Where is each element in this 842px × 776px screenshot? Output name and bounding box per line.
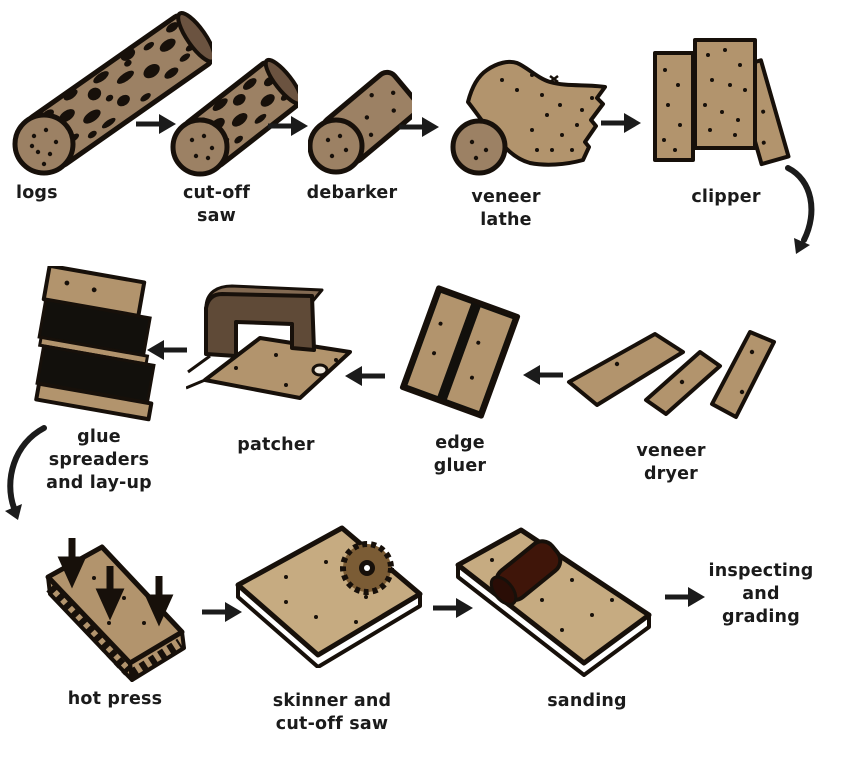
step-patcher: patcher (186, 280, 366, 457)
step-label: veneer dryer (636, 441, 706, 484)
bark-log-illustration (12, 11, 212, 176)
step-hot-press: hot press (34, 528, 196, 711)
arrow-sanding-to-inspecting (665, 587, 705, 607)
step-veneer-lathe: veneer lathe (442, 50, 610, 232)
veneer-strips-illustration (567, 330, 776, 419)
step-sanding: sanding (452, 520, 660, 713)
arrow-lathe-to-clipper (601, 113, 641, 133)
step-label: sanding (547, 691, 627, 711)
step-label: edge gluer (433, 433, 487, 476)
step-label: clipper (691, 187, 761, 207)
short-bark-log-illustration (170, 57, 298, 177)
step-label: glue spreaders and lay-up (46, 427, 152, 493)
glued-stack-illustration (34, 266, 156, 422)
veneer-lathe-illustration (450, 59, 607, 176)
debarked-log-illustration (308, 69, 412, 175)
step-label: inspecting and grading (708, 561, 814, 627)
arrow-hotpress-to-skinner (202, 602, 242, 622)
hot-press-illustration (45, 538, 186, 682)
arrow-edgegluer-to-patcher (345, 366, 385, 386)
arrow-spreaders-to-hotpress-curved (5, 425, 47, 520)
patcher-illustration (186, 284, 352, 400)
step-label: debarker (306, 183, 398, 203)
arrow-dryer-to-edgegluer (523, 365, 563, 385)
arrow-cutoff-to-debarker (268, 116, 308, 136)
edge-glued-sheets-illustration (399, 285, 521, 419)
step-clipper: clipper (650, 30, 802, 209)
step-glue-spreaders: glue spreaders and lay-up (10, 266, 168, 494)
step-cut-off-saw: cut-off saw (170, 50, 298, 228)
arrow-debarker-to-lathe (399, 117, 439, 137)
arrow-logs-to-cutoff (136, 114, 176, 134)
step-debarker: debarker (307, 52, 412, 205)
step-label: skinner and cut-off saw (272, 691, 392, 734)
skinner-saw-illustration (235, 525, 423, 668)
step-label: patcher (237, 435, 315, 455)
step-inspecting-grading: inspecting and grading (688, 560, 834, 628)
step-label: hot press (67, 689, 163, 709)
step-label: cut-off saw (182, 183, 251, 226)
step-veneer-dryer: veneer dryer (562, 322, 780, 486)
sanding-roller-illustration (455, 527, 652, 677)
step-label: logs (16, 183, 58, 203)
step-label: veneer lathe (471, 187, 541, 230)
step-edge-gluer: edge gluer (390, 282, 530, 478)
arrow-clipper-to-dryer-curved (785, 165, 815, 254)
arrow-patcher-to-spreaders (147, 340, 187, 360)
arrow-skinner-to-sanding (433, 598, 473, 618)
step-skinner-cut-off-saw: skinner and cut-off saw (226, 522, 426, 736)
clipped-sheets-illustration (653, 38, 791, 167)
step-logs: logs (4, 4, 212, 205)
